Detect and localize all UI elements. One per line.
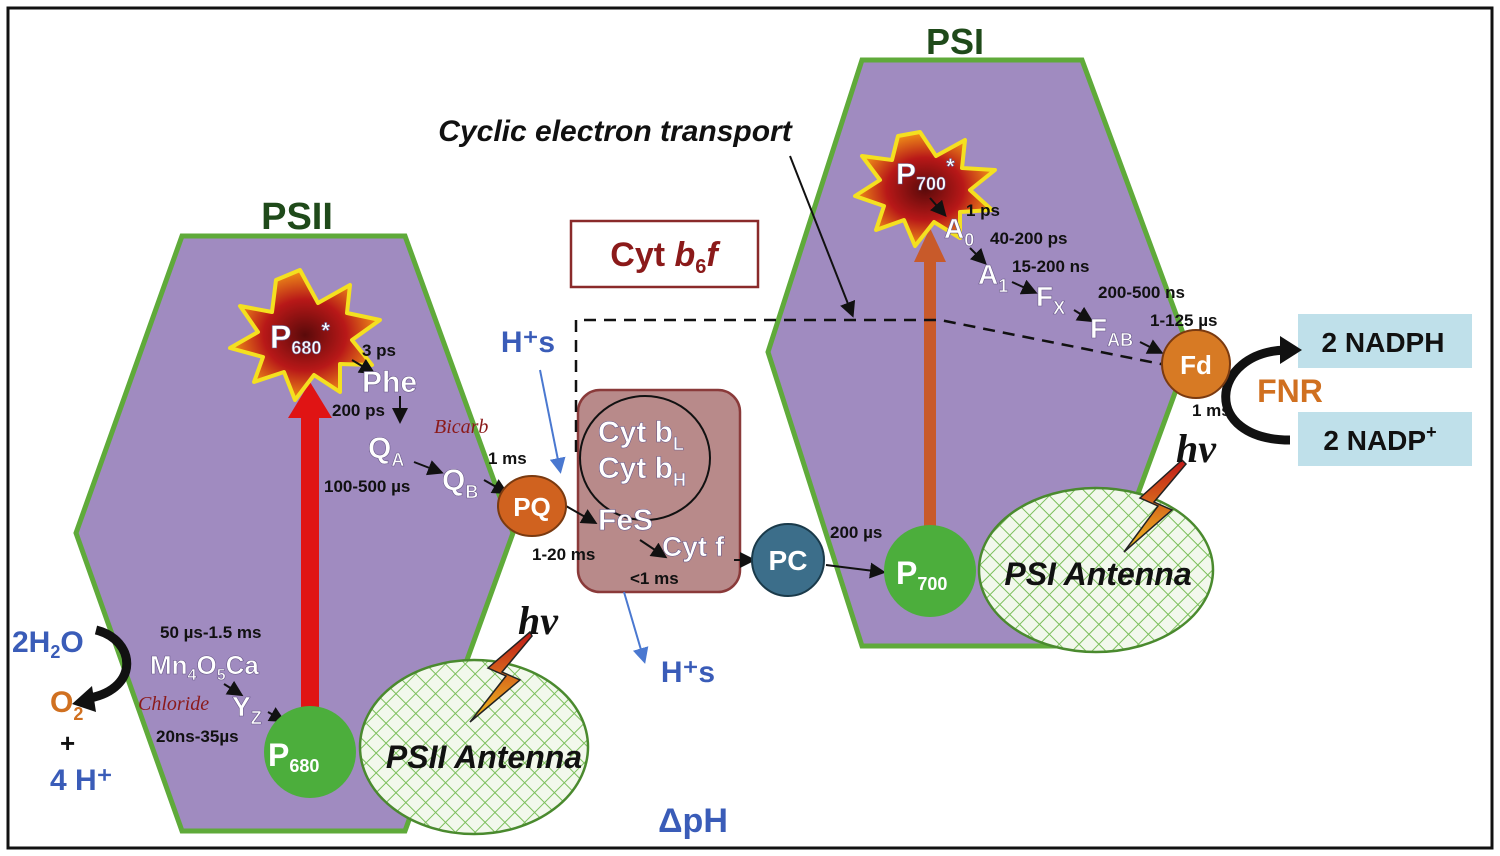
hplus-bottom-label: H⁺s bbox=[661, 656, 715, 689]
chloride-label: Chloride bbox=[138, 693, 209, 715]
nadph-label: 2 NADPH bbox=[1322, 327, 1445, 358]
delta-ph-label: ΔpH bbox=[658, 802, 728, 840]
a1-label: A1 bbox=[978, 259, 1008, 296]
hv-label-psii: hv bbox=[518, 598, 559, 643]
time-1-125us: 1-125 µs bbox=[1150, 311, 1217, 330]
yz-label: YZ bbox=[232, 691, 262, 728]
p680-label: P680 bbox=[268, 737, 319, 776]
plus-label: + bbox=[60, 728, 75, 758]
hplus-top-label: H⁺s bbox=[501, 326, 555, 359]
p680-circle bbox=[264, 706, 356, 798]
pc-circle bbox=[751, 523, 825, 597]
time-100-500us: 100-500 µs bbox=[324, 477, 410, 496]
p700-star-label: P700* bbox=[896, 154, 955, 194]
water-oxidation-arrow bbox=[88, 625, 132, 703]
time-1ms-fnr: 1 ms bbox=[1192, 401, 1231, 420]
p700-circle bbox=[884, 525, 976, 617]
fnr-label: FNR bbox=[1257, 373, 1323, 409]
time-3ps: 3 ps bbox=[362, 341, 396, 360]
hplus-out-arrow bbox=[623, 591, 649, 664]
time-50us-15ms: 50 µs-1.5 ms bbox=[160, 623, 261, 642]
time-15-200ns: 15-200 ns bbox=[1012, 257, 1090, 276]
fab-label: FAB bbox=[1090, 313, 1133, 350]
time-lt1ms: <1 ms bbox=[630, 569, 679, 588]
fd-label: Fd bbox=[1180, 350, 1212, 380]
p680-star-label: P680* bbox=[270, 318, 330, 358]
psii-antenna-label: PSII Antenna bbox=[386, 739, 582, 775]
cyt-f-label: Cyt f bbox=[662, 531, 725, 562]
p700-star-burst bbox=[853, 130, 997, 248]
cyt-bh-label: Cyt bH bbox=[598, 452, 686, 490]
psi-lightning-icon bbox=[1123, 458, 1188, 553]
cytb6f-label-box bbox=[569, 219, 760, 289]
four-h-label: 4 H⁺ bbox=[50, 764, 113, 797]
fes-label: FeS bbox=[598, 504, 653, 537]
hplus-in-arrow bbox=[539, 369, 566, 474]
qa-label: QA bbox=[368, 432, 404, 470]
outer-frame bbox=[6, 6, 1494, 850]
time-200ps: 200 ps bbox=[332, 401, 385, 420]
fd-circle bbox=[1161, 329, 1231, 399]
time-1ps: 1 ps bbox=[966, 201, 1000, 220]
psii-antenna bbox=[358, 658, 590, 836]
psi-antenna bbox=[977, 486, 1215, 654]
time-40-200ps: 40-200 ps bbox=[990, 229, 1068, 248]
psi-title: PSI bbox=[926, 21, 984, 62]
a0-label: A0 bbox=[944, 213, 974, 250]
cytb6f-complex bbox=[576, 388, 742, 594]
nadp-label: 2 NADP+ bbox=[1323, 422, 1436, 456]
cyt-bl-label: Cyt bL bbox=[598, 416, 684, 454]
time-200-500ns: 200-500 ns bbox=[1098, 283, 1185, 302]
hv-label-psi: hv bbox=[1176, 426, 1217, 471]
phe-label: Phe bbox=[362, 366, 417, 399]
water-label: 2H2O bbox=[12, 626, 84, 662]
bicarb-label: Bicarb bbox=[434, 416, 488, 438]
pc-label: PC bbox=[769, 545, 808, 576]
time-20ns-35us: 20ns-35µs bbox=[156, 727, 239, 746]
psii-title: PSII bbox=[261, 196, 333, 238]
cyclic-pointer bbox=[789, 155, 856, 318]
p680-star-burst bbox=[228, 268, 382, 402]
mn-cluster-label: Mn4O5Ca bbox=[150, 650, 259, 684]
o2-label: O2 bbox=[50, 686, 83, 724]
p700-label: P700 bbox=[896, 555, 947, 594]
pq-circle bbox=[497, 475, 567, 537]
pq-label: PQ bbox=[513, 492, 551, 522]
psi-antenna-label: PSI Antenna bbox=[1004, 556, 1191, 592]
time-1-20ms: 1-20 ms bbox=[532, 545, 595, 564]
nadph-box bbox=[1298, 314, 1472, 368]
cyclic-path bbox=[574, 318, 1167, 452]
psii-lightning-icon bbox=[469, 630, 533, 723]
qb-label: QB bbox=[442, 464, 478, 502]
cytb6f-label: Cyt b6f bbox=[610, 236, 721, 278]
fx-label: FX bbox=[1036, 281, 1065, 318]
time-200us: 200 µs bbox=[830, 523, 882, 542]
time-1ms-pq: 1 ms bbox=[488, 449, 527, 468]
cyclic-label: Cyclic electron transport bbox=[438, 115, 793, 148]
q-cycle-ring bbox=[579, 395, 711, 521]
fnr-arrow bbox=[1221, 345, 1291, 445]
nadp-box bbox=[1298, 412, 1472, 466]
